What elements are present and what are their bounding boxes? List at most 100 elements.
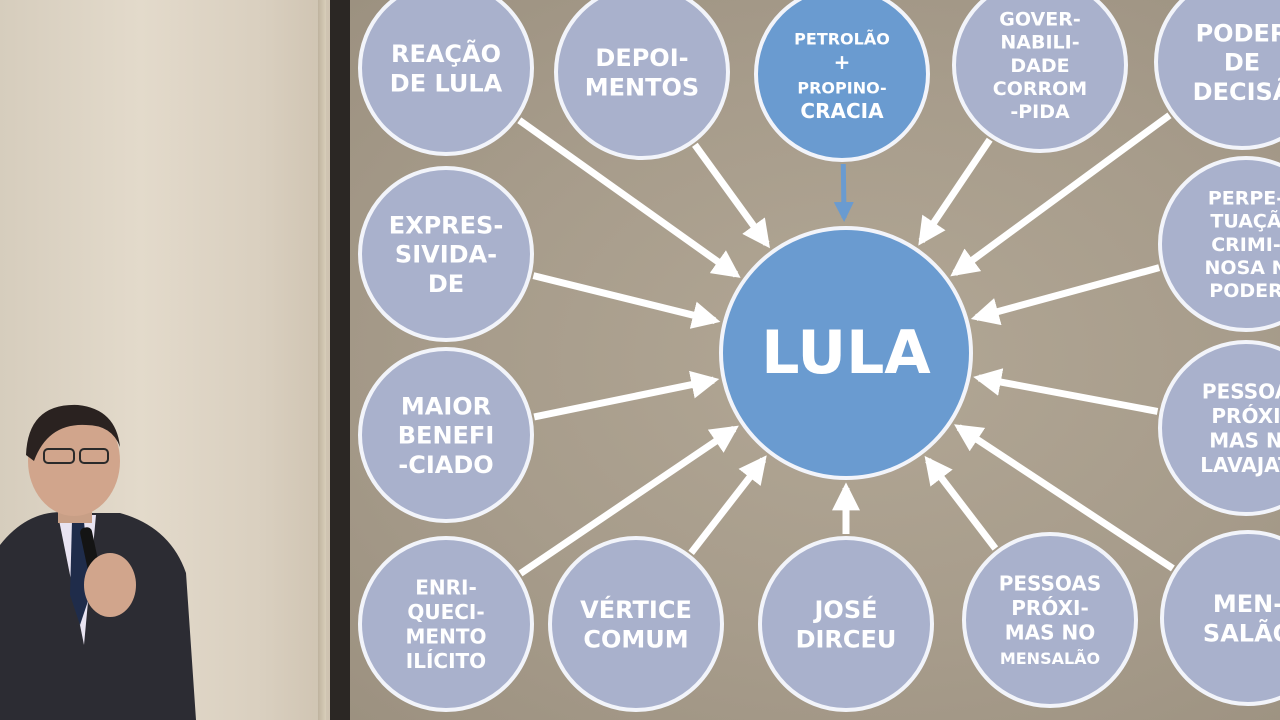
node-label-poder-2: DECISÃ xyxy=(1193,77,1280,106)
node-label-petrolao-0: PETROLÃO xyxy=(794,30,890,49)
speaker-suit xyxy=(0,512,196,720)
node-pessoas-lava: PESSOAPRÓXIMAS NLAVAJAT xyxy=(1158,340,1280,516)
arrow-expressividade xyxy=(532,272,721,329)
node-label-maior-0: MAIOR xyxy=(401,392,491,420)
arrow-perpetuacao xyxy=(970,264,1161,326)
center-circle xyxy=(719,226,973,480)
node-circle-governabilidade xyxy=(952,0,1128,153)
node-circle-depoimentos xyxy=(554,0,730,160)
speaker-glasses-left xyxy=(43,448,75,464)
arrow-maior xyxy=(533,370,720,421)
node-label-dirceu-0: JOSÉ xyxy=(812,595,877,624)
node-label-enriquecimento-3: ILÍCITO xyxy=(406,649,486,673)
node-label-reacao-1: DE LULA xyxy=(390,69,503,97)
arrow-poder xyxy=(950,112,1172,277)
node-label-enriquecimento-2: MENTO xyxy=(406,624,487,648)
node-label-governabilidade-0: GOVER- xyxy=(999,8,1080,30)
node-label-pessoas-lava-1: PRÓXI xyxy=(1211,404,1280,428)
node-label-pessoas-lava-0: PESSOA xyxy=(1202,380,1280,404)
node-circle-pessoas-lava xyxy=(1158,340,1280,516)
node-label-pessoas-mensalao-2: MAS NO xyxy=(1005,620,1096,644)
node-label-petrolao-2: PROPINO- xyxy=(797,78,886,97)
node-circle-maior xyxy=(358,347,534,523)
node-label-expressividade-2: DE xyxy=(428,270,464,298)
speaker-figure xyxy=(0,404,196,720)
node-circle-dirceu xyxy=(758,536,934,712)
node-label-governabilidade-3: CORROM xyxy=(993,78,1087,100)
node-label-perpetuacao-1: TUAÇÃ xyxy=(1210,209,1280,233)
arrow-pessoas-lava xyxy=(973,368,1159,415)
arrow-reacao xyxy=(517,117,741,278)
arrows-layer xyxy=(517,112,1175,577)
node-petrolao: PETROLÃO+ PROPINO- CRACIA xyxy=(754,0,930,162)
arrow-vertice xyxy=(688,455,767,556)
arrow-depoimentos xyxy=(692,142,770,249)
node-label-vertice-1: COMUM xyxy=(583,625,688,653)
arrow-petrolao xyxy=(833,163,854,223)
node-label-vertice-0: VÉRTICE xyxy=(580,595,692,624)
node-label-petrolao-1: + xyxy=(834,50,851,74)
node-expressividade: EXPRES-SIVIDA-DE xyxy=(358,166,534,342)
node-label-enriquecimento-0: ENRI- xyxy=(415,576,477,600)
projection-screen-frame xyxy=(330,0,350,720)
node-label-pessoas-lava-3: LAVAJAT xyxy=(1200,453,1280,477)
speaker-hand xyxy=(84,553,136,617)
arrow-enriquecimento xyxy=(518,425,739,577)
node-label-pessoas-lava-2: MAS N xyxy=(1209,428,1280,452)
node-label-governabilidade-2: DADE xyxy=(1010,55,1069,77)
arrow-mensalao xyxy=(954,424,1175,572)
speaker-glasses-right xyxy=(79,448,109,464)
node-label-perpetuacao-3: NOSA N xyxy=(1205,257,1280,279)
node-label-mensalao-0: MEN- xyxy=(1213,590,1280,618)
center-label: LULA xyxy=(761,318,931,388)
node-label-enriquecimento-1: QUECI- xyxy=(407,600,484,624)
node-circle-vertice xyxy=(548,536,724,712)
node-label-petrolao-3: CRACIA xyxy=(800,99,884,123)
arrow-pessoas-mensalao xyxy=(924,455,999,551)
node-label-pessoas-mensalao-0: PESSOAS xyxy=(999,572,1102,596)
node-circle-pessoas-mensalao xyxy=(962,532,1138,708)
node-circle-poder xyxy=(1154,0,1280,150)
node-label-expressividade-1: SIVIDA- xyxy=(395,241,497,269)
wall-seam xyxy=(318,0,326,720)
node-mensalao: MEN-SALÃO xyxy=(1160,530,1280,706)
node-circle-petrolao xyxy=(754,0,930,162)
node-label-reacao-0: REAÇÃO xyxy=(391,39,501,68)
node-circle-mensalao xyxy=(1160,530,1280,706)
node-label-governabilidade-4: -PIDA xyxy=(1010,101,1070,123)
node-label-depoimentos-0: DEPOI- xyxy=(595,44,688,72)
center-node: LULA xyxy=(719,226,973,480)
node-depoimentos: DEPOI-MENTOS xyxy=(554,0,730,160)
node-label-mensalao-1: SALÃO xyxy=(1203,618,1280,647)
node-label-pessoas-mensalao-3: MENSALÃO xyxy=(1000,649,1100,668)
node-label-poder-0: PODER xyxy=(1196,19,1280,47)
node-circle-perpetuacao xyxy=(1158,156,1280,332)
node-label-depoimentos-1: MENTOS xyxy=(585,73,699,101)
node-poder: PODERDEDECISÃ xyxy=(1154,0,1280,150)
node-label-poder-1: DE xyxy=(1224,49,1260,77)
node-label-dirceu-1: DIRCEU xyxy=(796,625,897,653)
speaker-hair xyxy=(26,404,120,461)
node-label-perpetuacao-0: PERPE- xyxy=(1208,187,1280,209)
node-label-governabilidade-1: NABILI- xyxy=(1000,32,1079,54)
node-label-perpetuacao-4: PODER xyxy=(1209,280,1280,302)
node-circle-expressividade xyxy=(358,166,534,342)
node-label-maior-1: BENEFI xyxy=(398,422,495,450)
node-circle-enriquecimento xyxy=(358,536,534,712)
node-label-perpetuacao-2: CRIMI- xyxy=(1211,234,1280,256)
arrow-governabilidade xyxy=(918,137,993,246)
node-label-maior-2: -CIADO xyxy=(398,451,493,479)
node-circle-reacao xyxy=(358,0,534,156)
node-label-pessoas-mensalao-1: PRÓXI- xyxy=(1011,596,1089,620)
node-label-expressividade-0: EXPRES- xyxy=(389,211,504,239)
